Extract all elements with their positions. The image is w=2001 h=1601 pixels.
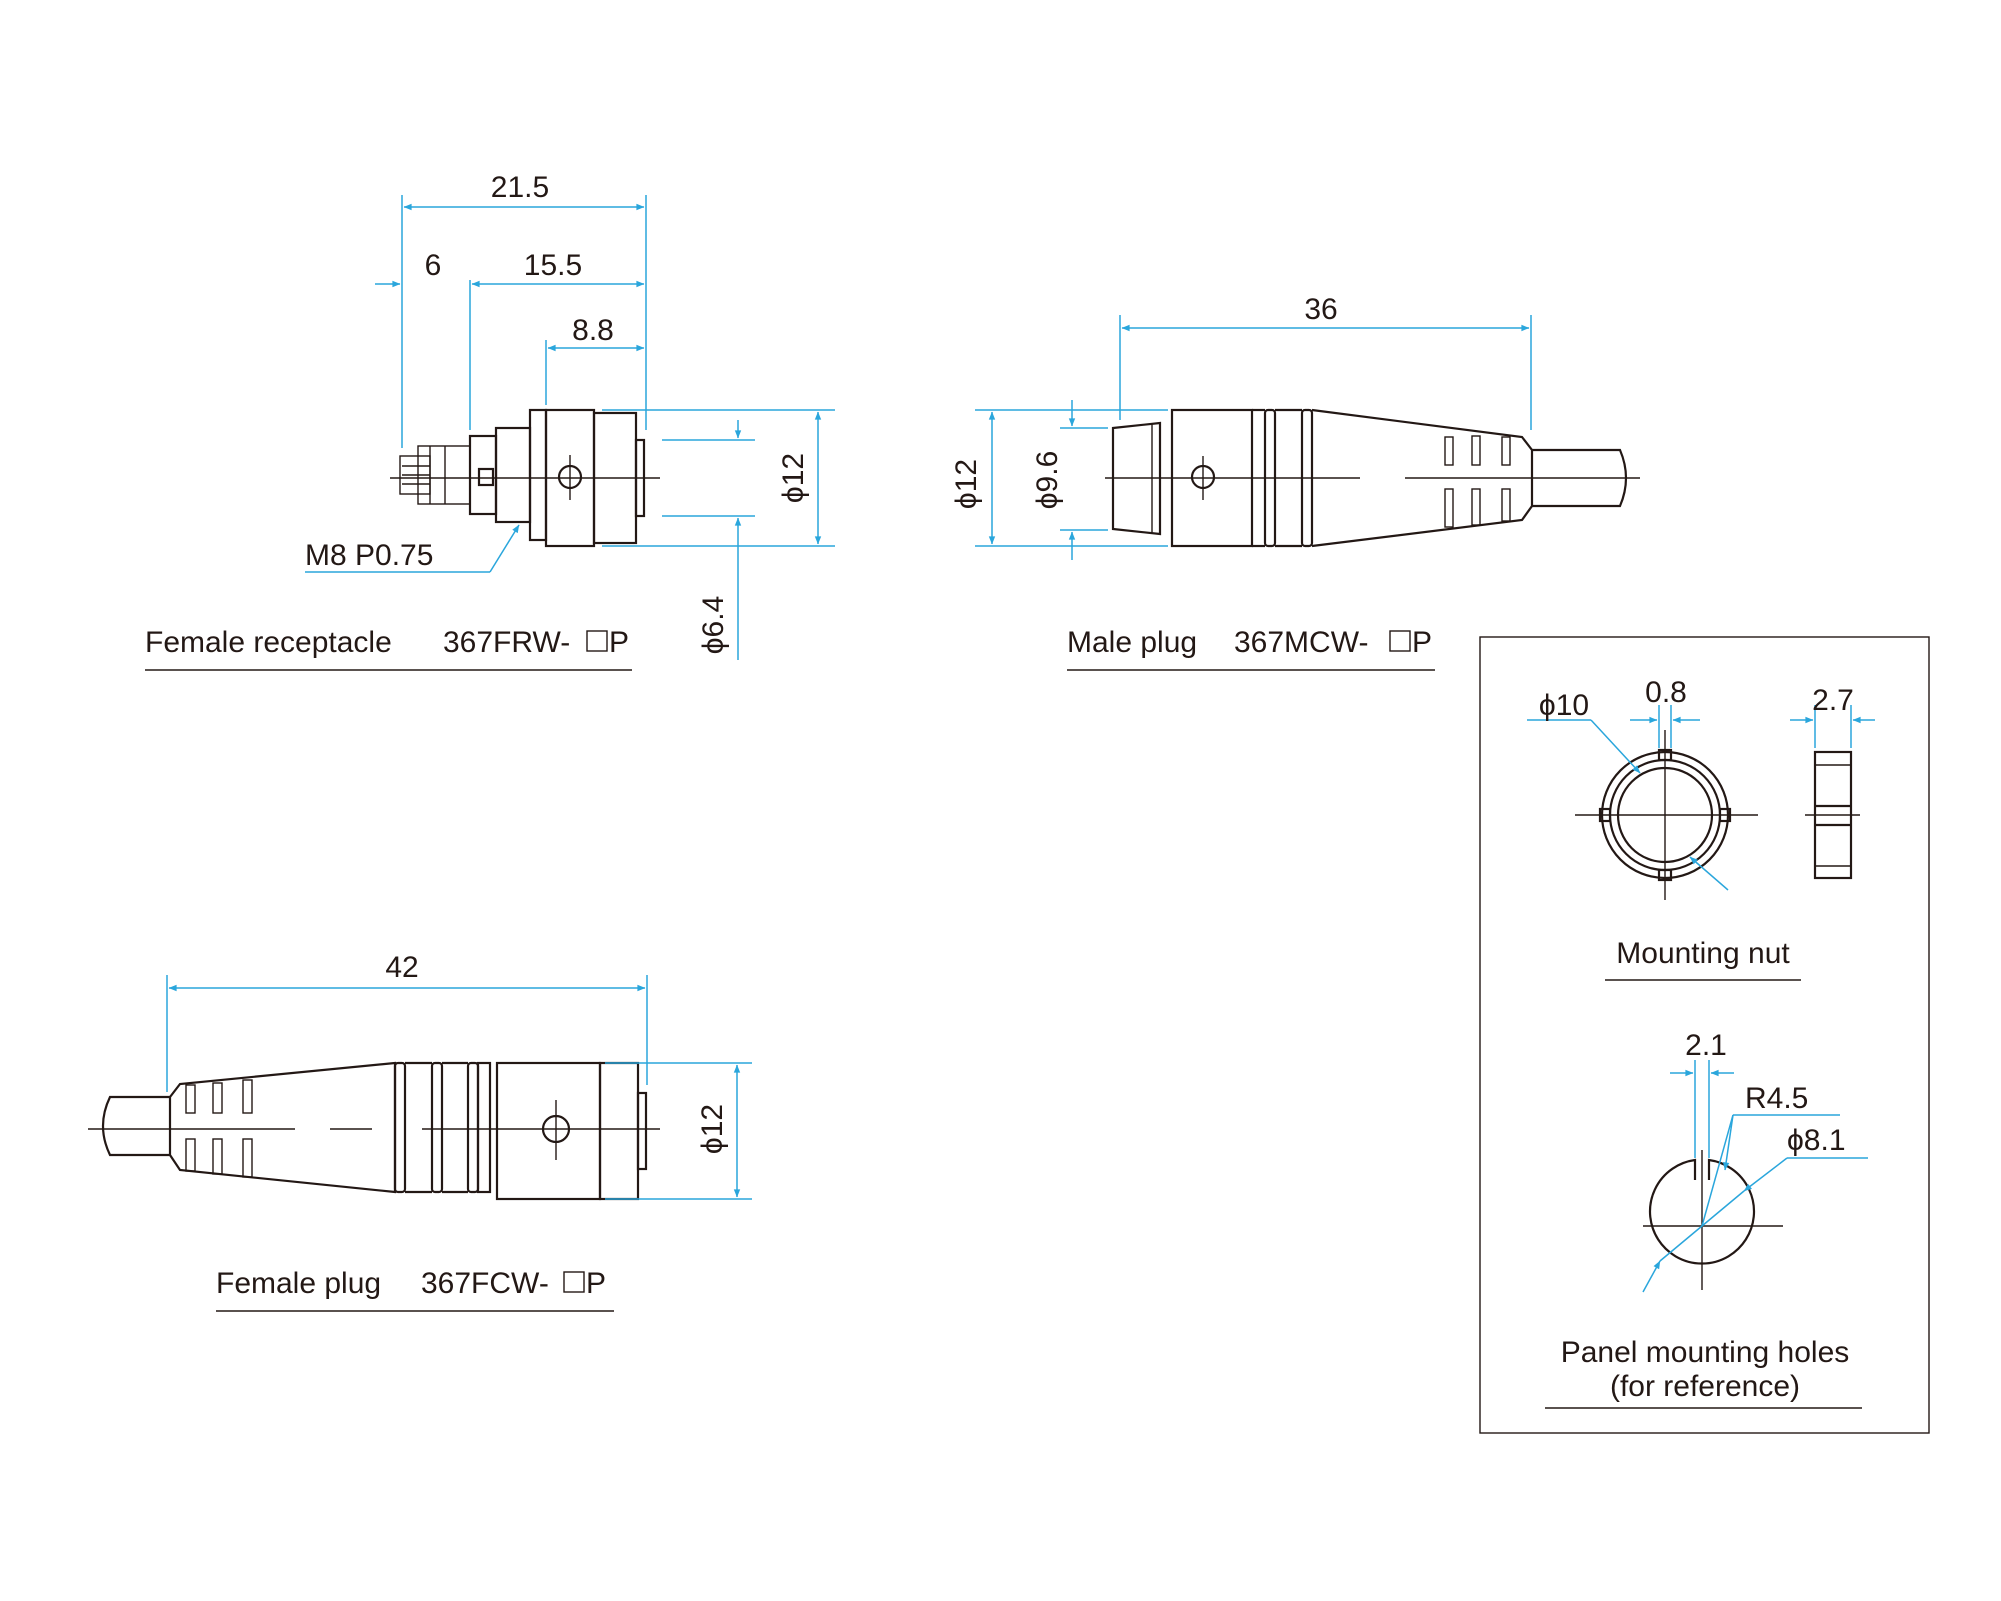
receptacle-pins: [399, 445, 471, 505]
pin-count-box: [586, 630, 608, 652]
panel-holes-title: Panel mounting holes: [1561, 1336, 1850, 1369]
female-receptacle-view: 21.5 6 15.5 8.8 M8 P0.75 ϕ12 ϕ6.4 Female…: [145, 171, 835, 671]
female-plug-grip-slots: [185, 1079, 253, 1178]
pin-count-box: [1389, 630, 1411, 652]
female-plug-view: 42 ϕ12 Female plug 367FCW- P: [88, 951, 752, 1312]
male-plug-grip-slots: [1444, 435, 1511, 528]
dim-dia-9.6: ϕ9.6: [1031, 451, 1064, 510]
female-plug-centerline: [88, 1100, 660, 1160]
dim-dia-8.1: ϕ8.1: [1787, 1124, 1846, 1157]
female-plug-cable: [101, 1095, 170, 1157]
panel-hole-centerline: [1643, 1150, 1783, 1290]
receptacle-centerline: [390, 455, 660, 500]
dim-2.7: 2.7: [1812, 684, 1854, 717]
panel-holes-subtitle: (for reference): [1610, 1370, 1800, 1403]
male-plug-dimensions: [975, 315, 1532, 560]
female-plug-model: 367FCW-: [421, 1267, 549, 1300]
male-plug-centerline: [1105, 456, 1640, 500]
female-plug-suffix: P: [586, 1267, 606, 1300]
female-receptacle-suffix: P: [609, 626, 629, 659]
male-plug-view: 36 ϕ12 ϕ9.6 Male plug 367MCW- P: [950, 293, 1640, 671]
male-plug-title: Male plug: [1067, 626, 1197, 659]
mounting-nut-view: ϕ10 0.8 2.7 Mounting nut: [1527, 676, 1875, 981]
dim-6: 6: [425, 249, 442, 282]
dim-0.8: 0.8: [1645, 676, 1687, 709]
dim-r4.5: R4.5: [1745, 1082, 1808, 1115]
female-plug-title: Female plug: [216, 1267, 381, 1300]
dim-8.8: 8.8: [572, 314, 614, 347]
dim-dia-10: ϕ10: [1539, 689, 1589, 722]
dim-overall-21.5: 21.5: [491, 171, 549, 204]
female-plug-dimensions: [166, 975, 752, 1200]
nut-centerline: [1575, 730, 1758, 900]
thread-label: M8 P0.75: [305, 539, 433, 572]
accessory-frame: [1479, 636, 1930, 1434]
nut-dimensions: [1527, 705, 1875, 891]
female-receptacle-title: Female receptacle: [145, 626, 392, 659]
dim-dia-12-receptacle: ϕ12: [777, 453, 810, 503]
pin-count-box: [563, 1271, 585, 1293]
dim-15.5: 15.5: [524, 249, 582, 282]
dim-overall-36: 36: [1304, 293, 1337, 326]
male-plug-model: 367MCW-: [1234, 626, 1368, 659]
dim-overall-42: 42: [385, 951, 418, 984]
female-plug-body: [168, 1061, 648, 1201]
female-receptacle-model: 367FRW-: [443, 626, 570, 659]
dim-2.1: 2.1: [1685, 1029, 1727, 1062]
dim-dia-12-male: ϕ12: [950, 459, 983, 509]
dim-dia-6.4: ϕ6.4: [697, 596, 730, 655]
dim-dia-12-female-plug: ϕ12: [696, 1104, 729, 1154]
receptacle-dimensions: [305, 195, 835, 660]
panel-holes-view: 2.1 R4.5 ϕ8.1 Panel mounting holes (for …: [1545, 1029, 1868, 1409]
panel-hole-dimensions: [1642, 1060, 1868, 1293]
mounting-nut-title: Mounting nut: [1616, 937, 1790, 970]
male-plug-suffix: P: [1412, 626, 1432, 659]
